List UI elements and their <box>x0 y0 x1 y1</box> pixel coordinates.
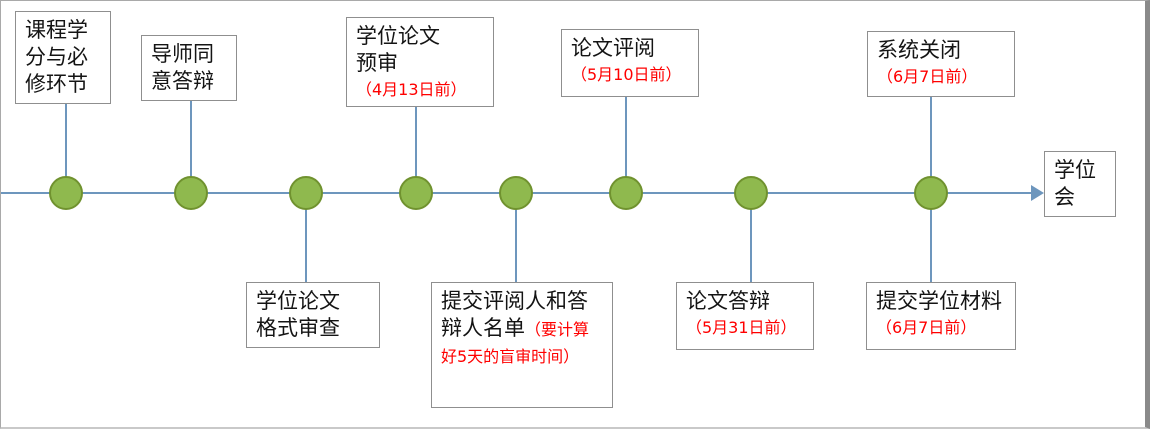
milestone-box-thesis-preliminary-review: 学位论文预审 （4月13日前） <box>346 17 494 107</box>
milestone-box-submit-degree-materials: 提交学位材料 （6月7日前） <box>866 282 1016 350</box>
milestone-deadline: （6月7日前） <box>876 317 977 337</box>
milestone-deadline: （5月31日前） <box>686 317 797 337</box>
connector-course-credits <box>65 102 67 177</box>
timeline-node-1 <box>49 176 83 210</box>
milestone-annotation: （要计算好5天的盲审时间） <box>441 319 590 366</box>
milestone-label: 提交学位材料 <box>876 289 1002 313</box>
connector-submit-degree-materials <box>930 209 932 282</box>
milestone-deadline: （4月13日前） <box>356 79 467 99</box>
connector-thesis-review <box>625 96 627 177</box>
milestone-label: 论文答辩 <box>686 289 770 313</box>
milestone-box-system-close: 系统关闭 （6月7日前） <box>867 31 1015 97</box>
milestone-box-format-check: 学位论文格式审查 <box>246 282 380 348</box>
timeline-node-6 <box>609 176 643 210</box>
milestone-box-course-credits: 课程学分与必修环节 <box>15 11 111 104</box>
milestone-label: 导师同意答辩 <box>151 42 214 93</box>
connector-advisor-approval <box>190 100 192 177</box>
milestone-box-thesis-review: 论文评阅 （5月10日前） <box>561 29 699 97</box>
milestone-deadline: （6月7日前） <box>877 66 978 86</box>
connector-submit-reviewer-list <box>515 209 517 282</box>
connector-format-check <box>305 209 307 282</box>
milestone-box-thesis-defense: 论文答辩 （5月31日前） <box>676 282 814 350</box>
timeline-endpoint-label: 学位会 <box>1054 158 1096 209</box>
timeline-node-3 <box>289 176 323 210</box>
timeline-endpoint-box: 学位会 <box>1044 151 1116 217</box>
timeline-arrow-icon <box>1031 185 1044 201</box>
milestone-box-submit-reviewer-list: 提交评阅人和答辩人名单（要计算好5天的盲审时间） <box>431 282 613 408</box>
connector-thesis-defense <box>750 209 752 282</box>
milestone-label: 系统关闭 <box>877 38 961 62</box>
timeline-node-7 <box>734 176 768 210</box>
timeline-node-5 <box>499 176 533 210</box>
connector-system-close <box>930 96 932 177</box>
milestone-box-advisor-approval: 导师同意答辩 <box>141 35 237 101</box>
milestone-deadline: （5月10日前） <box>571 64 682 84</box>
milestone-label: 提交评阅人和答辩人名单 <box>441 289 588 340</box>
timeline-node-8 <box>914 176 948 210</box>
timeline-node-4 <box>399 176 433 210</box>
timeline-node-2 <box>174 176 208 210</box>
milestone-label: 课程学分与必修环节 <box>25 18 88 96</box>
milestone-label: 学位论文格式审查 <box>256 289 340 340</box>
milestone-label: 学位论文预审 <box>356 24 440 75</box>
connector-thesis-preliminary-review <box>415 104 417 177</box>
milestone-label: 论文评阅 <box>571 36 655 60</box>
